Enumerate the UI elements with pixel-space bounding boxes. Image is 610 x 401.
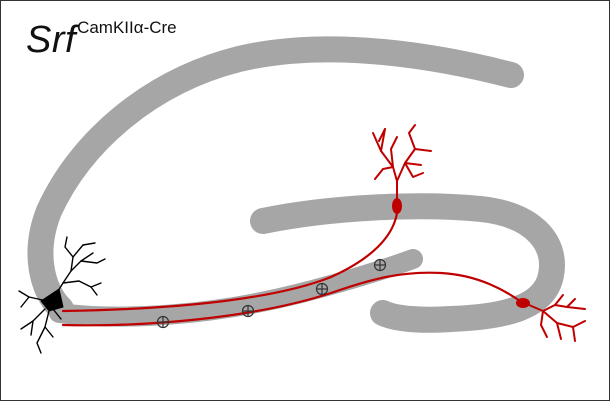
lower-neuron-soma (516, 298, 530, 308)
upper-neuron-axon (63, 213, 397, 311)
crossed-circle-icon (375, 260, 386, 271)
upper-neuron-soma (392, 198, 402, 214)
crossed-circle-icon (158, 317, 169, 328)
crossed-circle-icon (317, 284, 328, 295)
cornu-ammonis-layer (40, 49, 511, 309)
upper-dendrites (373, 125, 431, 201)
inner-layer-lower-arm (59, 259, 413, 317)
crossed-circle-icon (243, 306, 254, 317)
